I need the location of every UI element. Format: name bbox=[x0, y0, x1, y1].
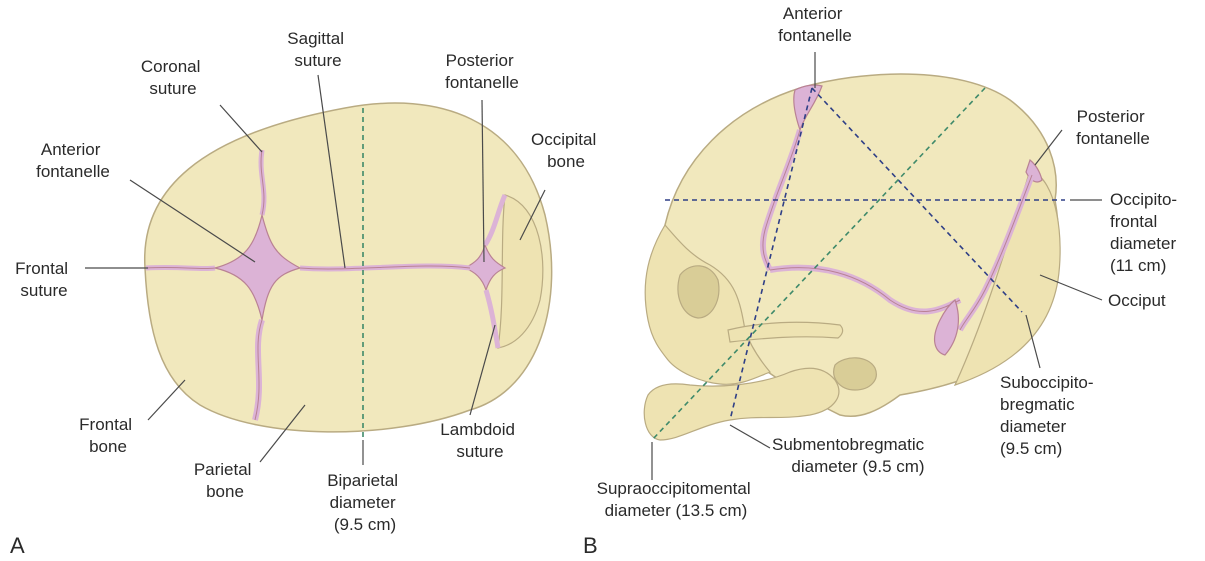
anterior-fontanelle-b-l2: fontanelle bbox=[778, 26, 852, 45]
suboccipitobregmatic-l4: (9.5 cm) bbox=[1000, 439, 1062, 458]
occipitofrontal-l4: (11 cm) bbox=[1110, 256, 1166, 275]
label-biparietal-diameter: Biparietal diameter (9.5 cm) bbox=[327, 471, 403, 534]
posterior-fontanelle-b-l2: fontanelle bbox=[1076, 129, 1150, 148]
panel-label-b: B bbox=[583, 533, 598, 558]
occipitofrontal-l1: Occipito- bbox=[1110, 190, 1177, 209]
lambdoid-l2: suture bbox=[456, 442, 503, 461]
anterior-fontanelle-a-l1: Anterior bbox=[41, 140, 101, 159]
supraoccipitomental-l1: Supraoccipitomental bbox=[597, 479, 751, 498]
label-parietal-bone: Parietal bone bbox=[194, 460, 256, 501]
submentobregmatic-l1: Submentobregmatic bbox=[772, 435, 925, 454]
frontal-bone-l2: bone bbox=[89, 437, 127, 456]
leader-frontal-bone bbox=[148, 380, 185, 420]
ear-opening bbox=[834, 358, 877, 390]
label-coronal-suture: Coronal suture bbox=[141, 57, 205, 98]
parietal-bone-l2: bone bbox=[206, 482, 244, 501]
supraoccipitomental-l2: diameter (13.5 cm) bbox=[605, 501, 748, 520]
frontal-suture-l1: Frontal bbox=[15, 259, 68, 278]
submentobregmatic-l2: diameter (9.5 cm) bbox=[791, 457, 924, 476]
coronal-suture-l1: Coronal bbox=[141, 57, 201, 76]
label-anterior-fontanelle-a: Anterior fontanelle bbox=[36, 140, 110, 181]
lambdoid-l1: Lambdoid bbox=[440, 420, 515, 439]
skull-side-view bbox=[644, 74, 1060, 440]
label-frontal-suture: Frontal suture bbox=[15, 259, 73, 300]
coronal-suture-l2: suture bbox=[149, 79, 196, 98]
skull-top-view bbox=[145, 103, 552, 440]
label-posterior-fontanelle-a: Posterior fontanelle bbox=[445, 51, 519, 92]
anterior-fontanelle-b-l1: Anterior bbox=[783, 4, 843, 23]
label-occiput: Occiput bbox=[1108, 291, 1166, 310]
occiput-l1: Occiput bbox=[1108, 291, 1166, 310]
label-occipital-bone: Occipital bone bbox=[531, 130, 601, 171]
panel-label-a: A bbox=[10, 533, 25, 558]
biparietal-l2: diameter bbox=[330, 493, 396, 512]
label-occipitofrontal-diameter: Occipito- frontal diameter (11 cm) bbox=[1110, 190, 1182, 275]
label-anterior-fontanelle-b: Anterior fontanelle bbox=[778, 4, 852, 45]
posterior-fontanelle-b-l1: Posterior bbox=[1077, 107, 1145, 126]
label-supraoccipitomental-diameter: Supraoccipitomental diameter (13.5 cm) bbox=[597, 479, 756, 520]
biparietal-l1: Biparietal bbox=[327, 471, 398, 490]
frontal-bone-l1: Frontal bbox=[79, 415, 132, 434]
label-suboccipitobregmatic-diameter: Suboccipito- bregmatic diameter (9.5 cm) bbox=[1000, 373, 1098, 458]
anterior-fontanelle-a-l2: fontanelle bbox=[36, 162, 110, 181]
orbit bbox=[678, 266, 719, 318]
posterior-fontanelle-a-l2: fontanelle bbox=[445, 73, 519, 92]
label-sagittal-suture: Sagittal suture bbox=[287, 29, 348, 70]
occipitofrontal-l3: diameter bbox=[1110, 234, 1176, 253]
suboccipitobregmatic-l2: bregmatic bbox=[1000, 395, 1075, 414]
label-lambdoid-suture: Lambdoid suture bbox=[440, 420, 519, 461]
sagittal-suture-l1: Sagittal bbox=[287, 29, 344, 48]
occipital-bone-l1: Occipital bbox=[531, 130, 596, 149]
occipital-bone-l2: bone bbox=[547, 152, 585, 171]
label-posterior-fontanelle-b: Posterior fontanelle bbox=[1076, 107, 1150, 148]
suboccipitobregmatic-l3: diameter bbox=[1000, 417, 1066, 436]
sagittal-suture-l2: suture bbox=[294, 51, 341, 70]
biparietal-l3: (9.5 cm) bbox=[334, 515, 396, 534]
parietal-bone-l1: Parietal bbox=[194, 460, 252, 479]
occipitofrontal-l2: frontal bbox=[1110, 212, 1157, 231]
label-submentobregmatic-diameter: Submentobregmatic diameter (9.5 cm) bbox=[772, 435, 929, 476]
label-frontal-bone: Frontal bone bbox=[79, 415, 137, 456]
leader-submentobregmatic bbox=[730, 425, 770, 448]
posterior-fontanelle-a-l1: Posterior bbox=[446, 51, 514, 70]
frontal-suture-l2: suture bbox=[20, 281, 67, 300]
suboccipitobregmatic-l1: Suboccipito- bbox=[1000, 373, 1094, 392]
